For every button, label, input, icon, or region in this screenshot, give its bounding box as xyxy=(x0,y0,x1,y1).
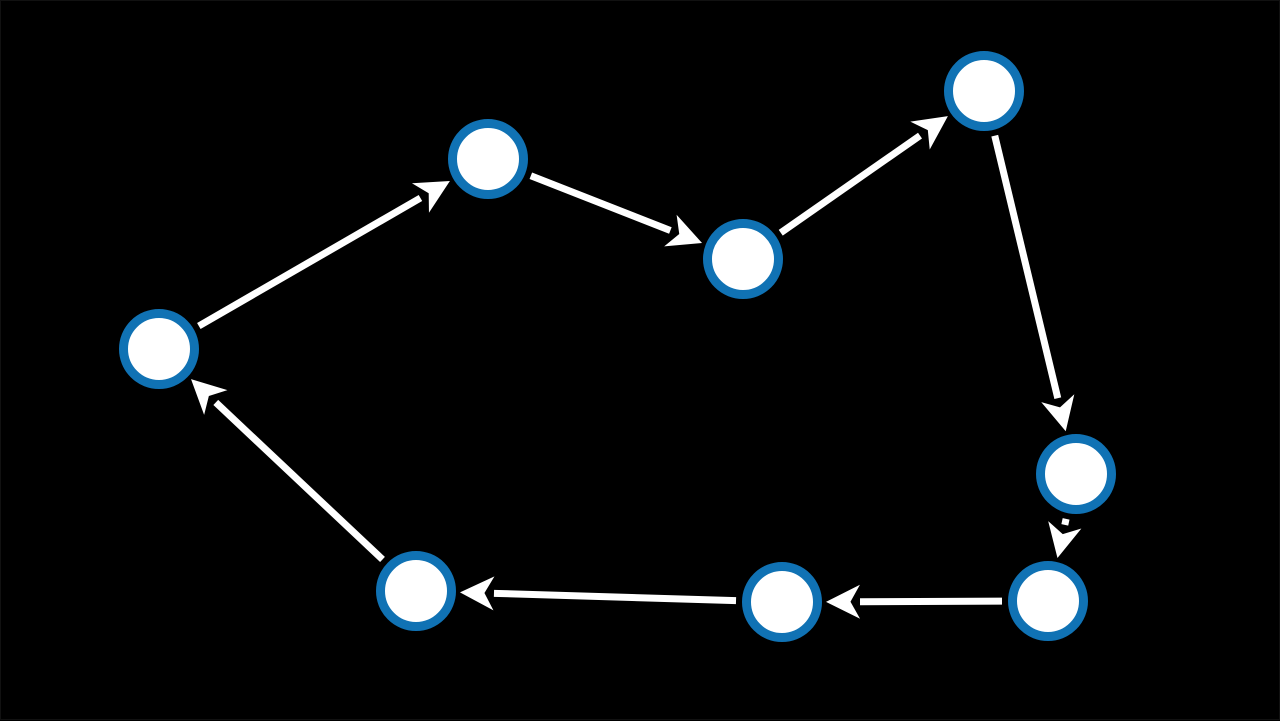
edge-shaft xyxy=(529,172,672,234)
node-ring xyxy=(1036,434,1116,514)
graph-edge-n7-to-n8 xyxy=(459,576,737,611)
graph-node-n2[interactable] xyxy=(448,119,528,199)
node-core xyxy=(380,555,452,627)
node-ring xyxy=(742,562,822,642)
edge-arrowhead xyxy=(826,584,861,619)
node-layer xyxy=(119,51,1116,642)
graph-edge-n3-to-n4 xyxy=(778,116,948,236)
edge-shaft xyxy=(1061,518,1070,526)
edge-shaft xyxy=(493,589,737,605)
node-ring xyxy=(448,119,528,199)
edge-arrowhead xyxy=(1041,394,1075,432)
edge-shaft xyxy=(991,134,1062,399)
edge-arrowhead xyxy=(1048,521,1082,559)
edge-arrowhead xyxy=(910,116,948,150)
graph-edge-n8-to-n1 xyxy=(191,379,385,563)
node-core xyxy=(746,566,818,638)
node-ring xyxy=(703,219,783,299)
node-core xyxy=(707,223,779,295)
node-ring xyxy=(944,51,1024,131)
node-ring xyxy=(1008,561,1088,641)
edge-shaft xyxy=(778,132,923,236)
edge-arrowhead xyxy=(191,379,228,415)
graph-edge-n5-to-n6 xyxy=(1048,518,1082,559)
node-ring xyxy=(119,309,199,389)
graph-node-n5[interactable] xyxy=(1036,434,1116,514)
edge-arrowhead xyxy=(459,576,495,611)
node-core xyxy=(1012,565,1084,637)
graph-edge-n1-to-n2 xyxy=(197,181,450,330)
node-core xyxy=(948,55,1020,127)
edge-layer xyxy=(191,116,1082,619)
edge-shaft xyxy=(859,597,1003,606)
graph-node-n3[interactable] xyxy=(703,219,783,299)
node-ring xyxy=(376,551,456,631)
graph-node-n1[interactable] xyxy=(119,309,199,389)
graph-edge-n2-to-n3 xyxy=(529,172,703,247)
edge-shaft xyxy=(197,194,423,330)
edge-shaft xyxy=(213,399,385,563)
graph-edge-n6-to-n7 xyxy=(826,584,1003,619)
node-core xyxy=(452,123,524,195)
edge-arrowhead xyxy=(411,181,450,213)
edge-arrowhead xyxy=(664,214,703,247)
graph-node-n6[interactable] xyxy=(1008,561,1088,641)
graph-node-n8[interactable] xyxy=(376,551,456,631)
node-core xyxy=(1040,438,1112,510)
node-core xyxy=(123,313,195,385)
graph-node-n4[interactable] xyxy=(944,51,1024,131)
graph-edge-n4-to-n5 xyxy=(991,134,1075,432)
graph-node-n7[interactable] xyxy=(742,562,822,642)
